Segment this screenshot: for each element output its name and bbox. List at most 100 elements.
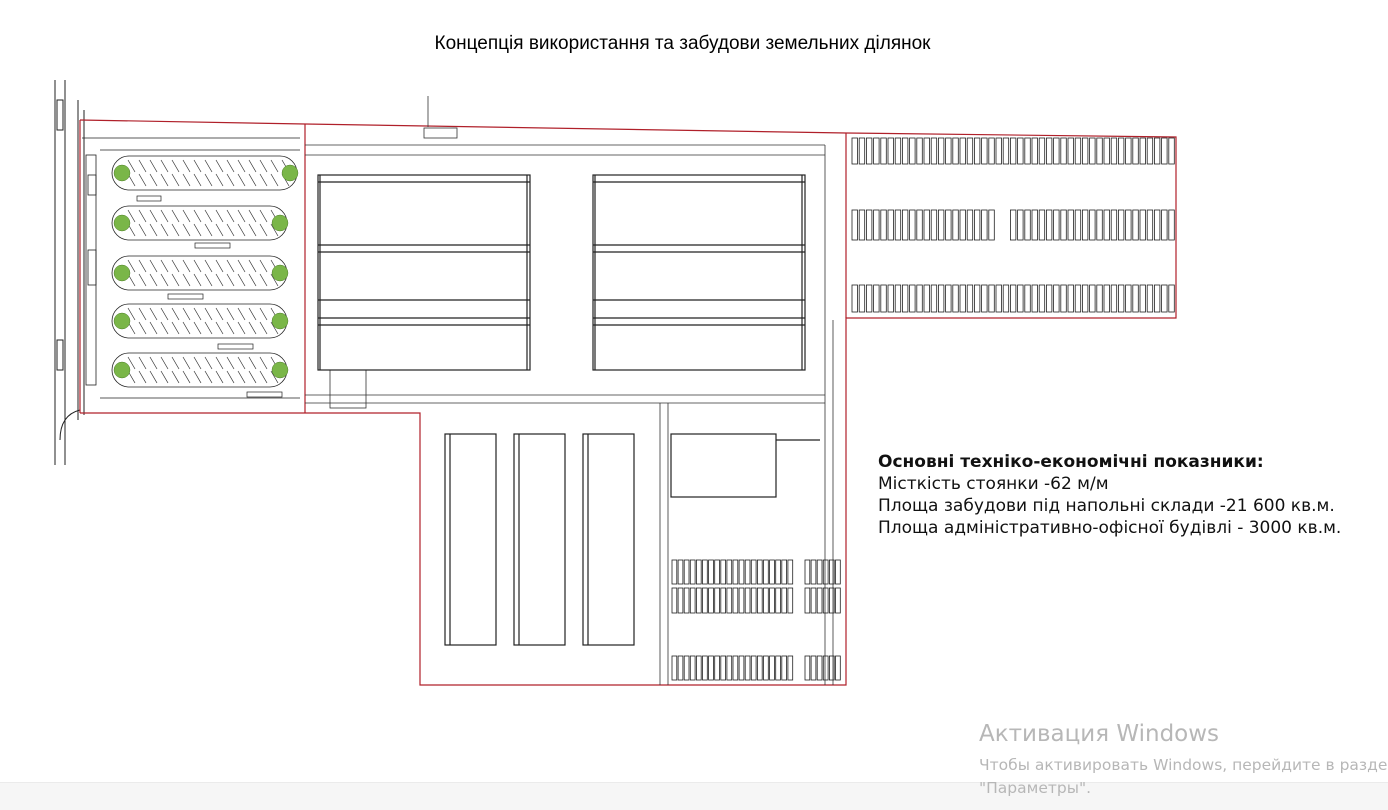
parking-stall [835, 587, 841, 614]
parking-stall-line [226, 159, 235, 173]
parking-stall [1132, 209, 1139, 241]
parking-stall [1017, 284, 1024, 313]
parking-stall [1046, 209, 1053, 241]
parking-stall [1154, 209, 1161, 241]
parking-stall [851, 137, 858, 165]
parking-stall-line [160, 370, 169, 384]
parking-stall [1074, 209, 1082, 241]
parking-stall [744, 655, 751, 681]
parking-stall-line [138, 259, 147, 273]
parking-stall [988, 284, 995, 313]
parking-stall [981, 137, 988, 165]
activation-line-2: "Параметры". [979, 779, 1092, 797]
parking-stall [1139, 137, 1146, 165]
internal-roads [305, 96, 834, 685]
parking-stall-line [149, 356, 158, 370]
parking-stall [894, 137, 902, 165]
parking-stall [1067, 284, 1074, 313]
parking-stall [720, 587, 726, 614]
parking-stall [1089, 284, 1096, 313]
parking-stall-line [160, 259, 169, 273]
parking-stall [1024, 137, 1031, 165]
parking-stall-line [182, 209, 191, 223]
parking-stall-line [204, 159, 213, 173]
warehouse-block-1 [317, 174, 531, 371]
parking-stall-line [204, 356, 213, 370]
parking-stall [738, 655, 745, 681]
parking-stall [769, 587, 775, 614]
parking-stall [880, 209, 887, 241]
parking-stall-line [171, 370, 180, 384]
parking-stall [702, 587, 708, 614]
parking-stall [1002, 137, 1010, 165]
parking-stall-line [270, 159, 279, 173]
parking-stall [689, 655, 696, 681]
parking-stall-line [138, 370, 147, 384]
parking-stall [781, 587, 787, 614]
parking-stall [763, 655, 769, 681]
parking-stall [930, 284, 938, 313]
parking-stall [1146, 209, 1154, 241]
tree [113, 264, 131, 282]
parking-stall-line [138, 223, 147, 237]
parking-stall-line [204, 307, 213, 321]
parking-stall-line [138, 307, 147, 321]
parking-stall-line [248, 173, 257, 187]
parking-stall [1118, 137, 1125, 165]
parking-stall [851, 284, 858, 313]
tree [271, 214, 289, 232]
parking-stall [816, 587, 823, 614]
parking-stall-line [259, 223, 268, 237]
parking-stall-line [215, 321, 224, 335]
parking-stall [763, 559, 769, 585]
parking-stall-line [259, 273, 268, 287]
parking-stall [1067, 137, 1074, 165]
parking-stall-line [149, 273, 158, 287]
parking-stall-line [160, 209, 169, 223]
parking-stall-line [226, 370, 235, 384]
parking-stall [732, 559, 739, 585]
parking-stall [1031, 284, 1038, 313]
parking-stall-line [237, 173, 246, 187]
parking-stall [1103, 209, 1110, 241]
parking-stall-line [248, 321, 257, 335]
parking-stall [689, 559, 696, 585]
parking-stall [696, 655, 702, 681]
parking-stall [683, 587, 690, 614]
parking-stall [945, 209, 952, 241]
parking-stall-line [226, 259, 235, 273]
parking-stall [750, 587, 757, 614]
parking-stall [1096, 137, 1103, 165]
parking-stall [938, 284, 945, 313]
parking-stall [995, 137, 1002, 165]
parking-stall [1132, 284, 1139, 313]
parking-stall [966, 284, 974, 313]
parking-stall-line [182, 321, 191, 335]
parking-stall-line [193, 307, 202, 321]
parking-stall [714, 587, 720, 614]
parking-stall [981, 209, 988, 241]
parking-stall [781, 655, 787, 681]
parking-stall [720, 559, 726, 585]
parking-stall [677, 655, 684, 681]
tree [271, 264, 289, 282]
parking-stall-line [237, 223, 246, 237]
parking-stall-line [237, 370, 246, 384]
parking-stall-line [270, 173, 279, 187]
parking-stall-line [193, 223, 202, 237]
parking-stall-line [248, 370, 257, 384]
parking-stall-line [138, 209, 147, 223]
parking-stall-line [215, 209, 224, 223]
parking-stall-line [204, 370, 213, 384]
parking-stall-line [237, 356, 246, 370]
parking-stall-line [248, 223, 257, 237]
parking-stall [714, 655, 720, 681]
windows-activation-watermark: Активация Windows Чтобы активировать Win… [979, 720, 1387, 801]
parking-stall-line [270, 223, 279, 237]
parking-stall [677, 559, 684, 585]
parking-stall [1089, 209, 1096, 241]
parking-stall [671, 655, 678, 681]
parking-stall [959, 137, 966, 165]
parking-stall-line [182, 307, 191, 321]
